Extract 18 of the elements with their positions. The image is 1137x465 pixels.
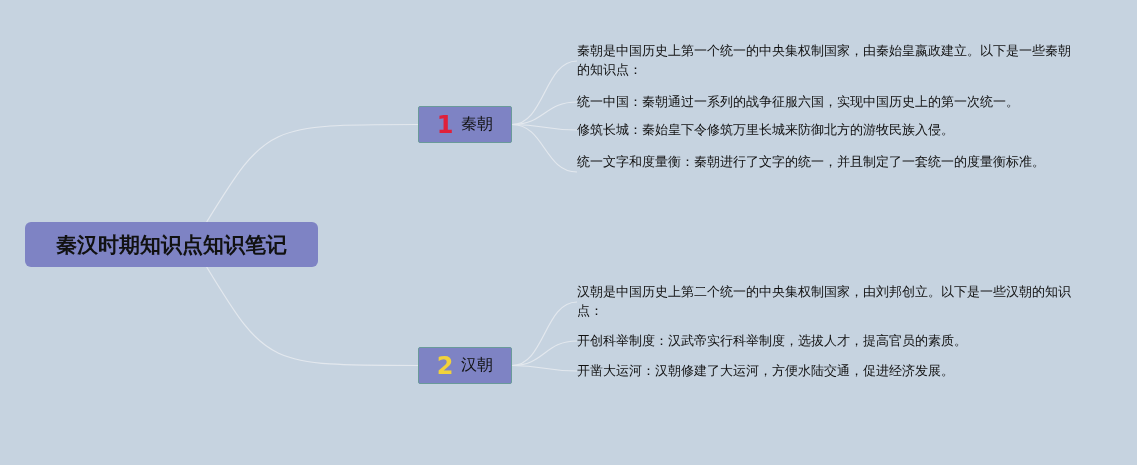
topic-box: [418, 347, 512, 384]
connector-line: [511, 123, 578, 173]
connector-line: [206, 266, 419, 367]
title-text: 秦汉时期知识点知识笔记: [56, 231, 287, 259]
note-text: 统一文字和度量衡：秦朝进行了文字的统一，并且制定了一套统一的度量衡标准。: [577, 152, 1077, 171]
topic-box: [418, 106, 512, 143]
note-text: 开创科举制度：汉武帝实行科举制度，选拔人才，提高官员的素质。: [577, 331, 1077, 350]
connector-line: [206, 123, 419, 223]
note-text: 秦朝是中国历史上第一个统一的中央集权制国家，由秦始皇嬴政建立。以下是一些秦朝的知识点：: [577, 41, 1077, 79]
topic-number: 1: [436, 112, 454, 137]
note-text: 统一中国：秦朝通过一系列的战争征服六国，实现中国历史上的第一次统一。: [577, 92, 1077, 111]
note-text: 汉朝是中国历史上第二个统一的中央集权制国家，由刘邦创立。以下是一些汉朝的知识点：: [577, 282, 1077, 320]
topic-text: 汉朝: [461, 355, 494, 376]
note-text: 开凿大运河：汉朝修建了大运河，方便水陆交通，促进经济发展。: [577, 361, 1077, 380]
topic-text: 秦朝: [461, 114, 494, 135]
topic-number: 2: [436, 353, 454, 378]
title-box: [25, 222, 318, 267]
note-text: 修筑长城：秦始皇下令修筑万里长城来防御北方的游牧民族入侵。: [577, 120, 1077, 139]
